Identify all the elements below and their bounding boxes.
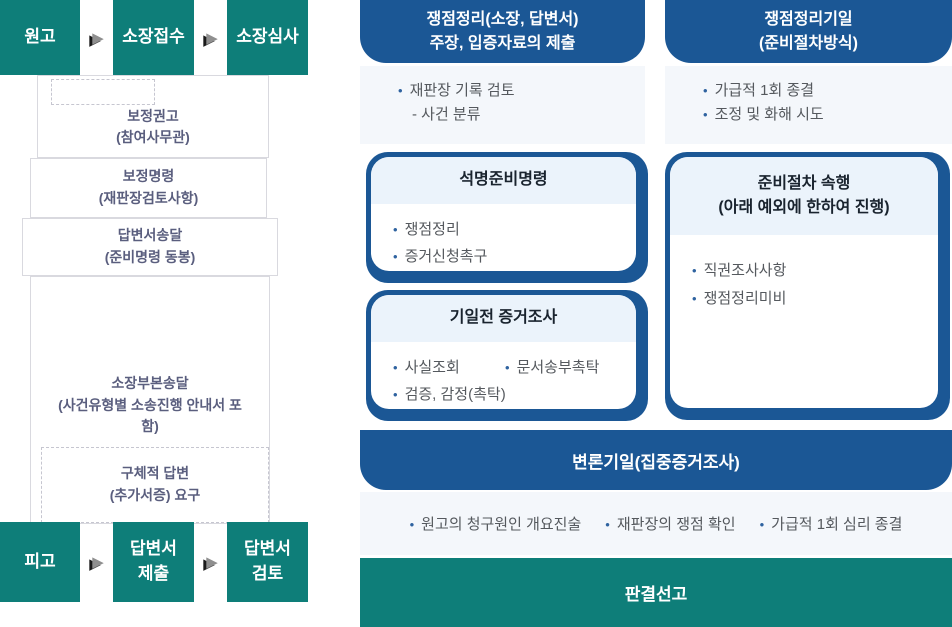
step-title: 보정권고 [127, 107, 179, 124]
step-subtitle: (재판장검토사항) [98, 190, 199, 206]
bullet-text: 쟁점정리미비 [703, 289, 787, 307]
bullet-item: • 증거신청촉구 [393, 243, 630, 271]
bullet-item: • 사실조회 [393, 354, 505, 382]
bullet-text: 재판장 기록 검토 [409, 82, 515, 99]
bullet-dot-icon: • [605, 517, 610, 532]
panel-title-line2: (준비절차방식) [759, 34, 858, 52]
bullet-dot-icon: • [393, 387, 398, 403]
box-inner: 기일전 증거조사 • 사실조회 • 문서송부촉탁 • 검증, 감정(촉탁) [371, 295, 636, 409]
flow-node-plaintiff: 원고 [0, 0, 80, 75]
bullet-dot-icon: • [393, 359, 398, 375]
step-box-specific-answer-request: 구체적 답변 (추가서증) 요구 [41, 447, 269, 523]
step-box-complaint-copy-service: 소장부본송달 (사건유형별 소송진행 안내서 포함) 구체적 답변 (추가서증)… [30, 276, 270, 524]
step-title: 소장부본송달 [111, 375, 189, 391]
bullet-dot-icon: • [692, 290, 697, 306]
hearing-date-header: 변론기일(집중증거조사) [360, 430, 952, 490]
box-title: 석명준비명령 [371, 157, 636, 204]
flow-node-answer-submission: 답변서 제출 [113, 522, 194, 602]
bullet-item: • 검증, 감정(촉탁) [393, 381, 630, 409]
box-title: 준비절차 속행 (아래 예외에 한하여 진행) [670, 157, 938, 235]
flow-node-answer-review: 답변서 검토 [227, 522, 308, 602]
box-title: 기일전 증거조사 [371, 295, 636, 342]
panel-issue-arrangement-date: 쟁점정리기일 (준비절차방식) • 가급적 1회 종결 • 조정 및 화해 시도 [665, 0, 952, 144]
bullet-item: • 쟁점정리미비 [692, 285, 932, 313]
arrow-right-icon: ▶ [206, 29, 218, 47]
flow-node-complaint-review: 소장심사 [227, 0, 308, 75]
bullet-item: • 재판장 기록 검토 [398, 79, 645, 103]
panel-body: • 가급적 1회 종결 • 조정 및 화해 시도 [665, 66, 952, 144]
panel-title-line2: 주장, 입증자료의 제출 [429, 34, 576, 52]
bullet-item: • 직권조사사항 [692, 257, 932, 285]
box-preparatory-procedure-continuation: 준비절차 속행 (아래 예외에 한하여 진행) • 직권조사사항 • 쟁점정리미… [665, 152, 950, 420]
bullet-dot-icon: • [692, 263, 697, 278]
bullet-text: 직권조사사항 [703, 262, 787, 279]
step-title: 답변서송달 [117, 227, 183, 244]
dashed-placeholder-box [51, 79, 155, 105]
panel-title-line1: 쟁점정리기일 [764, 10, 853, 28]
panel-title-line1: 쟁점정리(소장, 답변서) [426, 10, 579, 28]
step-text-block: 소장부본송달 (사건유형별 소송진행 안내서 포함) [31, 373, 269, 438]
box-pre-date-evidence-examination: 기일전 증거조사 • 사실조회 • 문서송부촉탁 • 검증, 감정(촉탁) [366, 290, 648, 421]
bullet-item: • 가급적 1회 종결 [703, 79, 952, 103]
bullet-item: • 가급적 1회 심리 종결 [760, 513, 903, 534]
bullet-item: • 문서송부촉탁 [505, 354, 599, 382]
bullet-text: 재판장의 쟁점 확인 [616, 516, 736, 533]
bullet-item: • 쟁점정리 [393, 216, 630, 244]
bullet-dot-icon: • [703, 107, 708, 122]
bullet-text: 쟁점정리 [404, 220, 460, 238]
bullet-text: 사실조회 [404, 358, 460, 376]
bullet-text: 가급적 1회 심리 종결 [771, 516, 903, 533]
panel-header: 쟁점정리기일 (준비절차방식) [665, 0, 952, 63]
box-body: • 쟁점정리 • 증거신청촉구 [371, 204, 636, 272]
bullet-text: 문서송부촉탁 [516, 358, 600, 376]
sub-bullet-text: - 사건 분류 [412, 106, 481, 123]
bullet-text: 증거신청촉구 [404, 248, 488, 266]
verdict-pronouncement-bar: 판결선고 [360, 558, 952, 627]
panel-body: • 재판장 기록 검토 - 사건 분류 [360, 66, 645, 144]
bullet-text: 가급적 1회 종결 [714, 82, 815, 99]
panel-header: 쟁점정리(소장, 답변서) 주장, 입증자료의 제출 [360, 0, 645, 63]
step-subtitle: (참여사무관) [116, 129, 190, 146]
bullet-dot-icon: • [703, 83, 708, 98]
bullet-text: 조정 및 화해 시도 [714, 106, 824, 123]
step-title: 보정명령 [122, 168, 175, 185]
bullet-dot-icon: • [505, 359, 510, 375]
bullet-dot-icon: • [409, 517, 415, 532]
flow-node-defendant: 피고 [0, 522, 80, 602]
step-subtitle: (사건유형별 소송진행 안내서 포함) [58, 396, 242, 435]
bullet-dot-icon: • [398, 83, 403, 98]
box-inner: 준비절차 속행 (아래 예외에 한하여 진행) • 직권조사사항 • 쟁점정리미… [670, 157, 938, 408]
bullet-dot-icon: • [759, 517, 765, 532]
box-body: • 직권조사사항 • 쟁점정리미비 [670, 235, 938, 313]
bullet-row: • 사실조회 • 문서송부촉탁 [393, 354, 630, 382]
bullet-item: • 원고의 청구원인 개요진술 [410, 513, 582, 534]
flow-node-complaint-filing: 소장접수 [113, 0, 194, 75]
step-title: 구체적 답변 [120, 465, 190, 482]
box-inner: 석명준비명령 • 쟁점정리 • 증거신청촉구 [371, 157, 636, 271]
box-title-line2: (아래 예외에 한하여 진행) [718, 199, 890, 216]
bullet-item: • 재판장의 쟁점 확인 [605, 513, 735, 534]
step-subtitle: (추가서증) 요구 [109, 487, 201, 503]
bullet-dot-icon: • [393, 249, 398, 265]
arrow-right-icon: ▶ [92, 554, 104, 571]
panel-issue-arrangement: 쟁점정리(소장, 답변서) 주장, 입증자료의 제출 • 재판장 기록 검토 -… [360, 0, 645, 144]
hearing-date-body: • 원고의 청구원인 개요진술 • 재판장의 쟁점 확인 • 가급적 1회 심리… [360, 492, 952, 555]
step-box-correction-recommendation: 보정권고 (참여사무관) [37, 75, 269, 158]
bullet-text: 검증, 감정(촉탁) [404, 386, 506, 404]
bullet-item: • 조정 및 화해 시도 [703, 103, 952, 127]
arrow-right-icon: ▶ [92, 29, 104, 47]
step-box-correction-order: 보정명령 (재판장검토사항) [30, 158, 267, 218]
box-title-line1: 준비절차 속행 [757, 175, 851, 192]
bullet-dot-icon: • [393, 221, 398, 237]
box-body: • 사실조회 • 문서송부촉탁 • 검증, 감정(촉탁) [371, 342, 636, 410]
bullet-text: 원고의 청구원인 개요진술 [421, 516, 582, 533]
step-box-answer-service: 답변서송달 (준비명령 동봉) [22, 218, 278, 276]
step-subtitle: (준비명령 동봉) [104, 249, 196, 265]
arrow-right-icon: ▶ [206, 554, 218, 571]
box-clarification-preparation-order: 석명준비명령 • 쟁점정리 • 증거신청촉구 [366, 152, 648, 283]
